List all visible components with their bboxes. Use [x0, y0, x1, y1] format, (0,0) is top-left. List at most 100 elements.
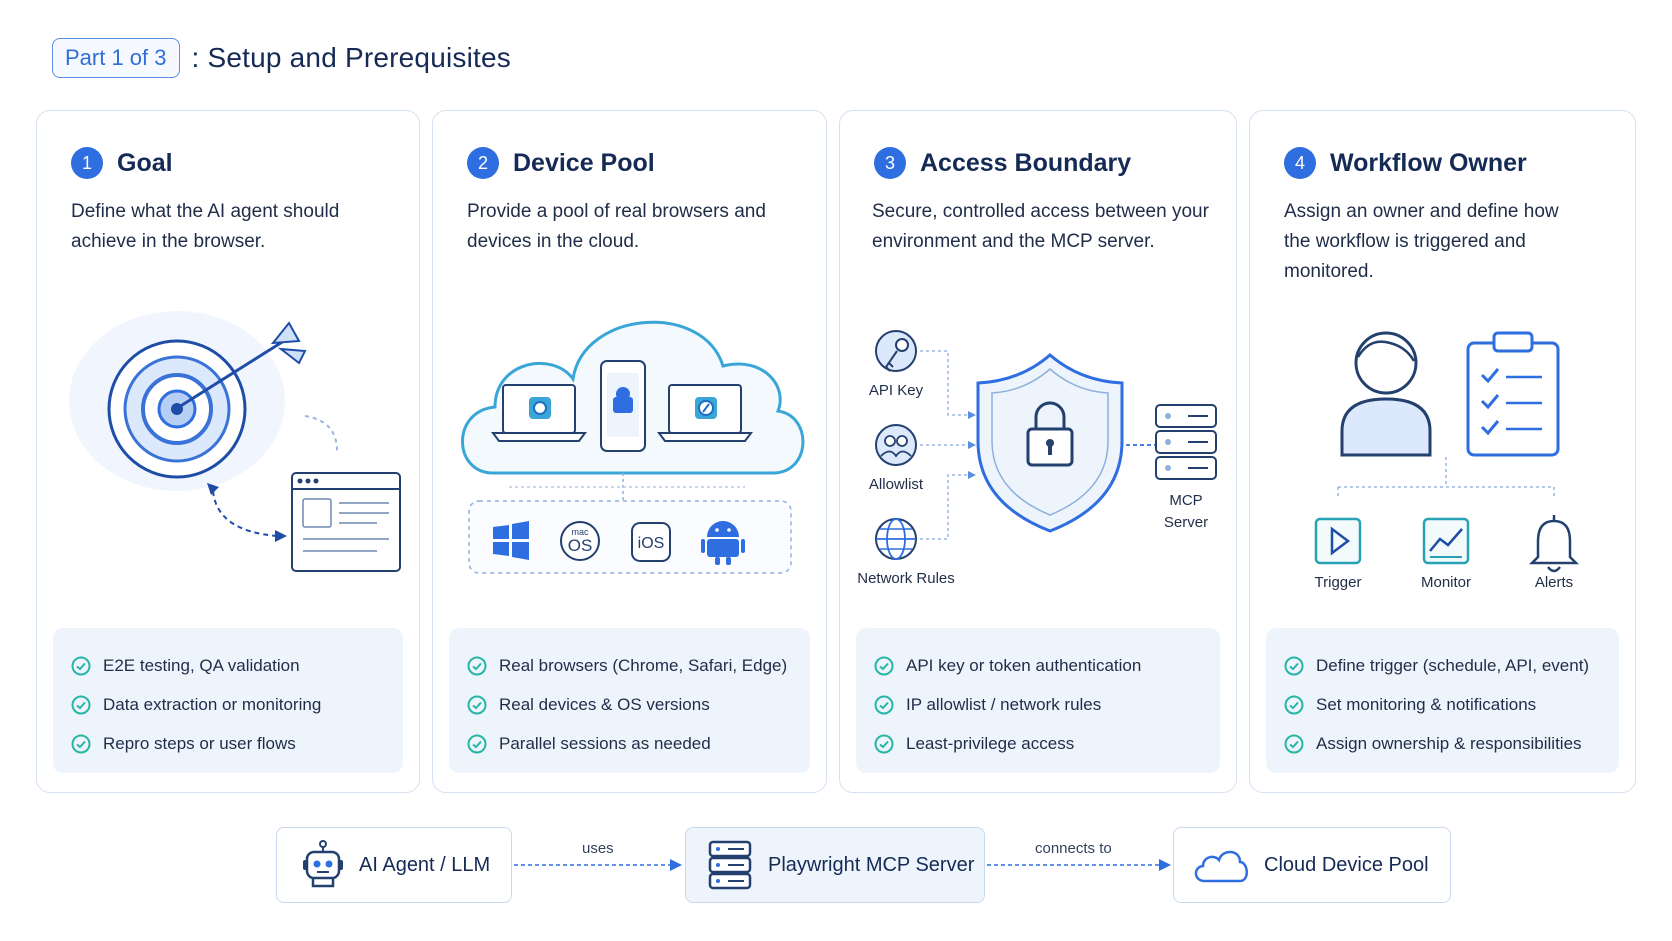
macos-icon: mac OS — [560, 521, 600, 561]
svg-text:OS: OS — [568, 536, 593, 555]
card-title: Workflow Owner — [1330, 148, 1527, 177]
flow-node-label: AI Agent / LLM — [359, 853, 491, 876]
cloud-icon — [1194, 850, 1248, 883]
workflow-owner-checklist: Define trigger (schedule, API, event) Se… — [1266, 628, 1619, 773]
step-number-badge: 3 — [874, 147, 906, 179]
flow-edge-label-uses: uses — [582, 840, 614, 857]
phone-android-icon — [600, 360, 646, 452]
action-label-alerts: Alerts — [1535, 574, 1573, 591]
server-icon — [708, 840, 752, 890]
users-icon — [875, 424, 917, 466]
flow-node-playwright-mcp-server: Playwright MCP Server — [685, 827, 985, 903]
workflow-owner-illustration: Trigger Monitor Alerts — [1314, 331, 1580, 591]
check-circle-icon — [467, 656, 487, 675]
check-circle-icon — [874, 734, 894, 753]
card-description: Assign an owner and define how the workf… — [1284, 201, 1559, 282]
svg-text:mac: mac — [571, 527, 589, 537]
check-circle-icon — [874, 656, 894, 675]
list-item: Assign ownership & responsibilities — [1284, 724, 1619, 763]
check-circle-icon — [71, 695, 91, 714]
card-goal-header: 1 Goal — [71, 147, 173, 179]
check-circle-icon — [1284, 695, 1304, 714]
flow-arrow — [987, 859, 1171, 871]
arrow-icon — [178, 321, 307, 409]
check-circle-icon — [71, 656, 91, 675]
page-title: :Setup and Prerequisites — [192, 42, 511, 74]
card-title: Access Boundary — [920, 148, 1132, 177]
list-item: Set monitoring & notifications — [1284, 685, 1619, 724]
goal-illustration — [69, 311, 401, 572]
laptop-chrome-icon — [491, 384, 587, 442]
card-device-pool-header: 2 Device Pool — [467, 147, 655, 179]
check-circle-icon — [71, 734, 91, 753]
input-label-allowlist: Allowlist — [869, 476, 924, 493]
title-text: Setup and Prerequisites — [207, 42, 511, 73]
list-item: Define trigger (schedule, API, event) — [1284, 646, 1619, 685]
input-label-network-rules: Network Rules — [857, 570, 955, 587]
android-icon — [701, 521, 745, 565]
play-icon — [1314, 517, 1362, 565]
device-pool-checklist: Real browsers (Chrome, Safari, Edge) Rea… — [449, 628, 810, 773]
card-goal: 1 Goal Define what the AI agent should a… — [36, 110, 420, 793]
list-item: Data extraction or monitoring — [71, 685, 403, 724]
card-title: Device Pool — [513, 148, 655, 177]
access-boundary-checklist: API key or token authentication IP allow… — [856, 628, 1220, 773]
flow-edge-label-connects-to: connects to — [1035, 840, 1112, 857]
check-circle-icon — [1284, 734, 1304, 753]
server-icon — [1155, 404, 1217, 480]
card-title: Goal — [117, 148, 173, 177]
list-item: Real browsers (Chrome, Safari, Edge) — [467, 646, 810, 685]
check-circle-icon — [467, 695, 487, 714]
action-label-monitor: Monitor — [1421, 574, 1471, 591]
device-pool-illustration: mac OS iOS — [461, 320, 805, 574]
list-item: Parallel sessions as needed — [467, 724, 810, 763]
flow-node-cloud-device-pool: Cloud Device Pool — [1173, 827, 1451, 903]
action-label-trigger: Trigger — [1315, 574, 1362, 591]
flow-node-ai-agent: AI Agent / LLM — [276, 827, 512, 903]
bell-icon — [1528, 515, 1580, 573]
check-circle-icon — [874, 695, 894, 714]
goal-checklist: E2E testing, QA validation Data extracti… — [53, 628, 403, 773]
title-colon: : — [191, 42, 200, 73]
input-label-api-key: API Key — [869, 382, 924, 399]
svg-text:iOS: iOS — [638, 535, 665, 552]
list-item: API key or token authentication — [874, 646, 1220, 685]
server-label-line-2: Server — [1164, 514, 1208, 531]
list-item: Least-privilege access — [874, 724, 1220, 763]
flow-node-label: Playwright MCP Server — [768, 853, 975, 876]
step-number-badge: 4 — [1284, 147, 1316, 179]
list-item: IP allowlist / network rules — [874, 685, 1220, 724]
target-icon — [107, 339, 247, 479]
laptop-safari-icon — [657, 384, 753, 442]
list-item: Real devices & OS versions — [467, 685, 810, 724]
card-description: Define what the AI agent should achieve … — [71, 201, 340, 252]
card-device-pool: 2 Device Pool Provide a pool of real bro… — [432, 110, 827, 793]
list-item: Repro steps or user flows — [71, 724, 403, 763]
robot-icon — [303, 840, 343, 888]
step-number-badge: 1 — [71, 147, 103, 179]
browser-window-icon — [291, 472, 401, 572]
card-description: Provide a pool of real browsers and devi… — [467, 201, 766, 252]
chart-monitor-icon — [1422, 517, 1470, 565]
flow-node-label: Cloud Device Pool — [1264, 853, 1429, 876]
key-icon — [875, 330, 917, 372]
card-description: Secure, controlled access between your e… — [872, 201, 1209, 252]
access-boundary-illustration: API Key Allowlist Network Rules — [857, 330, 1217, 587]
part-badge: Part 1 of 3 — [52, 38, 180, 78]
shield-lock-icon — [976, 353, 1124, 533]
card-workflow-owner-header: 4 Workflow Owner — [1284, 147, 1527, 179]
check-circle-icon — [1284, 656, 1304, 675]
windows-icon — [493, 521, 529, 560]
ios-icon: iOS — [631, 522, 671, 562]
card-workflow-owner: 4 Workflow Owner Assign an owner and def… — [1249, 110, 1636, 793]
server-label-line-1: MCP — [1169, 492, 1202, 509]
step-number-badge: 2 — [467, 147, 499, 179]
flow-arrow — [514, 859, 682, 871]
check-circle-icon — [467, 734, 487, 753]
globe-icon — [875, 518, 917, 560]
card-access-boundary: 3 Access Boundary Secure, controlled acc… — [839, 110, 1237, 793]
list-item: E2E testing, QA validation — [71, 646, 403, 685]
card-access-boundary-header: 3 Access Boundary — [874, 147, 1131, 179]
clipboard-checklist-icon — [1466, 331, 1560, 457]
person-icon — [1340, 331, 1432, 457]
